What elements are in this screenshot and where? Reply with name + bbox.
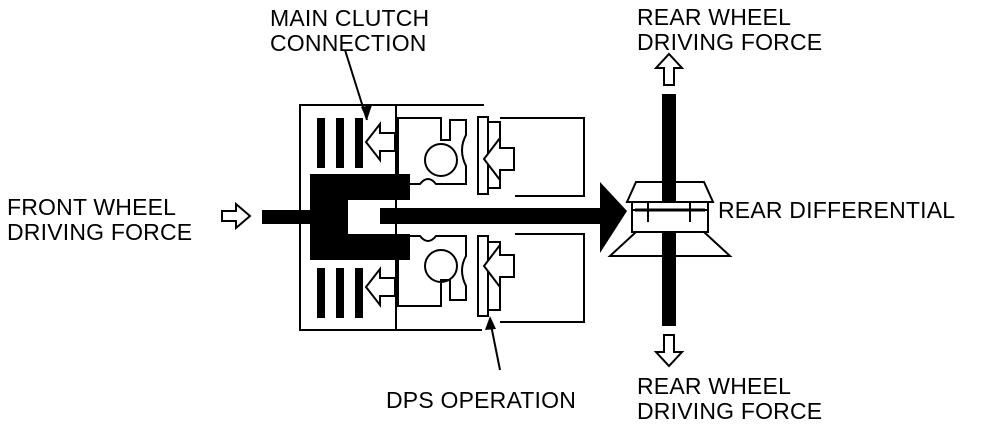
rear-differential-text: REAR DIFFERENTIAL	[718, 197, 956, 223]
pinion-gear	[600, 182, 627, 253]
rear-differential	[607, 94, 733, 326]
clutch-arrow-bottom	[364, 266, 396, 308]
front-wheel-driving-force-label: FRONT WHEEL DRIVING FORCE	[7, 195, 192, 245]
clutch-arrow-top	[364, 121, 396, 163]
rear-wheel-force-arrow-up	[653, 52, 685, 86]
dps-operation-text: DPS OPERATION	[386, 387, 577, 413]
dps-pump-bottom	[397, 233, 585, 323]
rear-wheel-top-line1: REAR WHEEL	[637, 4, 792, 30]
rear-wheel-top-line2: DRIVING FORCE	[637, 29, 823, 55]
leader-main-clutch	[344, 49, 372, 121]
rear-wheel-driving-force-bottom-label: REAR WHEEL DRIVING FORCE	[637, 374, 822, 424]
rear-wheel-bottom-line2: DRIVING FORCE	[637, 398, 823, 424]
hub	[310, 174, 410, 260]
rear-wheel-force-arrow-down	[653, 334, 685, 368]
dps-arrow-bottom	[482, 242, 515, 290]
dps-arrow-top	[482, 135, 515, 183]
dps-operation-label: DPS OPERATION	[386, 388, 576, 413]
clutch-plates-top	[317, 118, 363, 168]
main-clutch-label-line1: MAIN CLUTCH	[270, 5, 430, 31]
main-shaft	[380, 208, 602, 224]
rear-wheel-driving-force-top-label: REAR WHEEL DRIVING FORCE	[637, 5, 822, 55]
leader-dps-operation	[485, 316, 501, 371]
main-clutch-label-line2: CONNECTION	[270, 30, 427, 56]
dps-pump-top	[397, 116, 585, 197]
input-shaft	[262, 210, 312, 224]
hub-arrow	[350, 203, 386, 231]
main-clutch-connection-label: MAIN CLUTCH CONNECTION	[270, 6, 429, 56]
front-wheel-label-line2: DRIVING FORCE	[7, 219, 193, 245]
rear-wheel-bottom-line1: REAR WHEEL	[637, 373, 792, 399]
front-wheel-label-line1: FRONT WHEEL	[7, 194, 177, 220]
rear-differential-label: REAR DIFFERENTIAL	[718, 198, 955, 223]
clutch-plates-bottom	[317, 268, 363, 318]
front-wheel-force-arrow	[221, 201, 252, 231]
